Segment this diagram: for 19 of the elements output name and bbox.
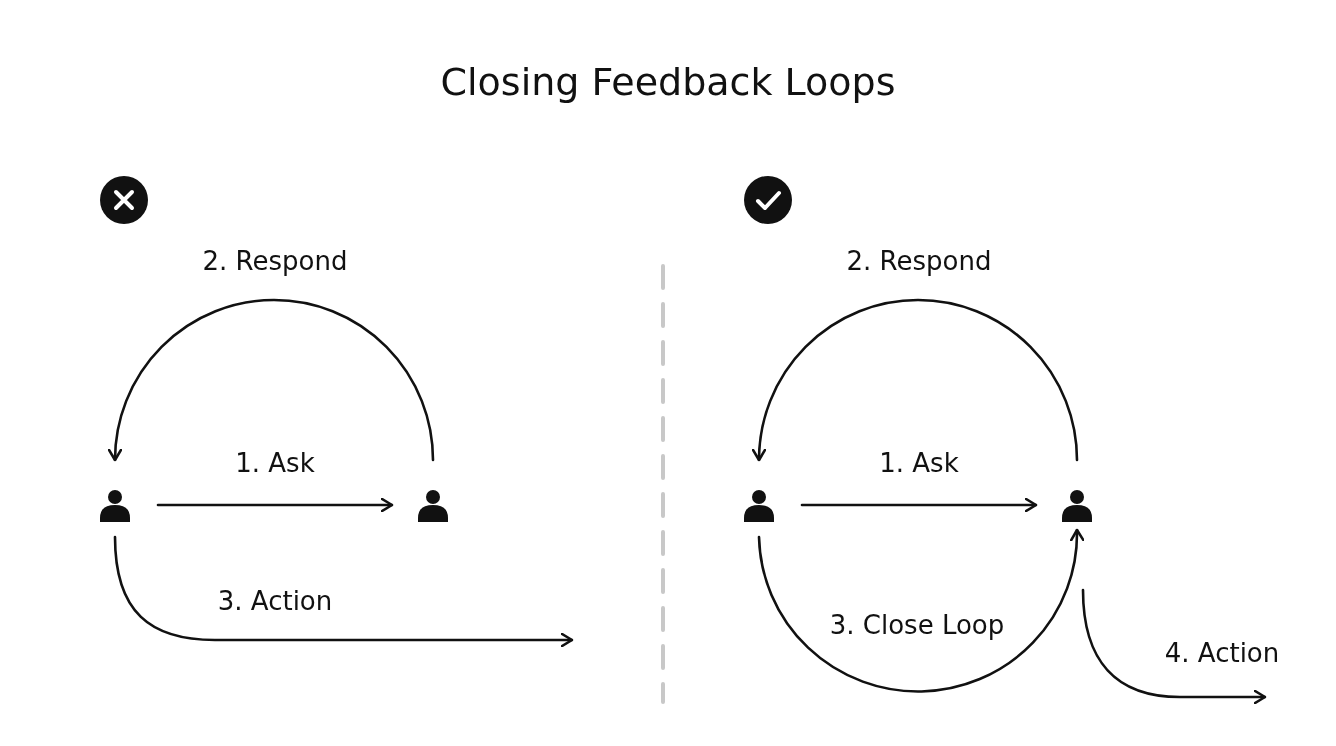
arrow: [752, 299, 1079, 462]
person-icon: [99, 488, 131, 522]
title: Closing Feedback Loops: [440, 60, 896, 104]
person-icon: [743, 488, 775, 522]
arrow: [1081, 588, 1267, 705]
edge-label: 3. Action: [217, 586, 333, 618]
arrow: [757, 528, 1084, 693]
arrow: [800, 497, 1038, 513]
edge-label: 2. Respond: [202, 246, 348, 278]
person-icon: [1061, 488, 1093, 522]
edge-label: 1. Ask: [879, 448, 959, 480]
edge-label: 3. Close Loop: [829, 610, 1005, 642]
arrow: [108, 299, 435, 462]
edge-label: 4. Action: [1164, 638, 1280, 670]
arrow: [113, 535, 574, 648]
edge-label: 1. Ask: [235, 448, 315, 480]
arrow: [156, 497, 394, 513]
person-icon: [417, 488, 449, 522]
edge-label: 2. Respond: [846, 246, 992, 278]
